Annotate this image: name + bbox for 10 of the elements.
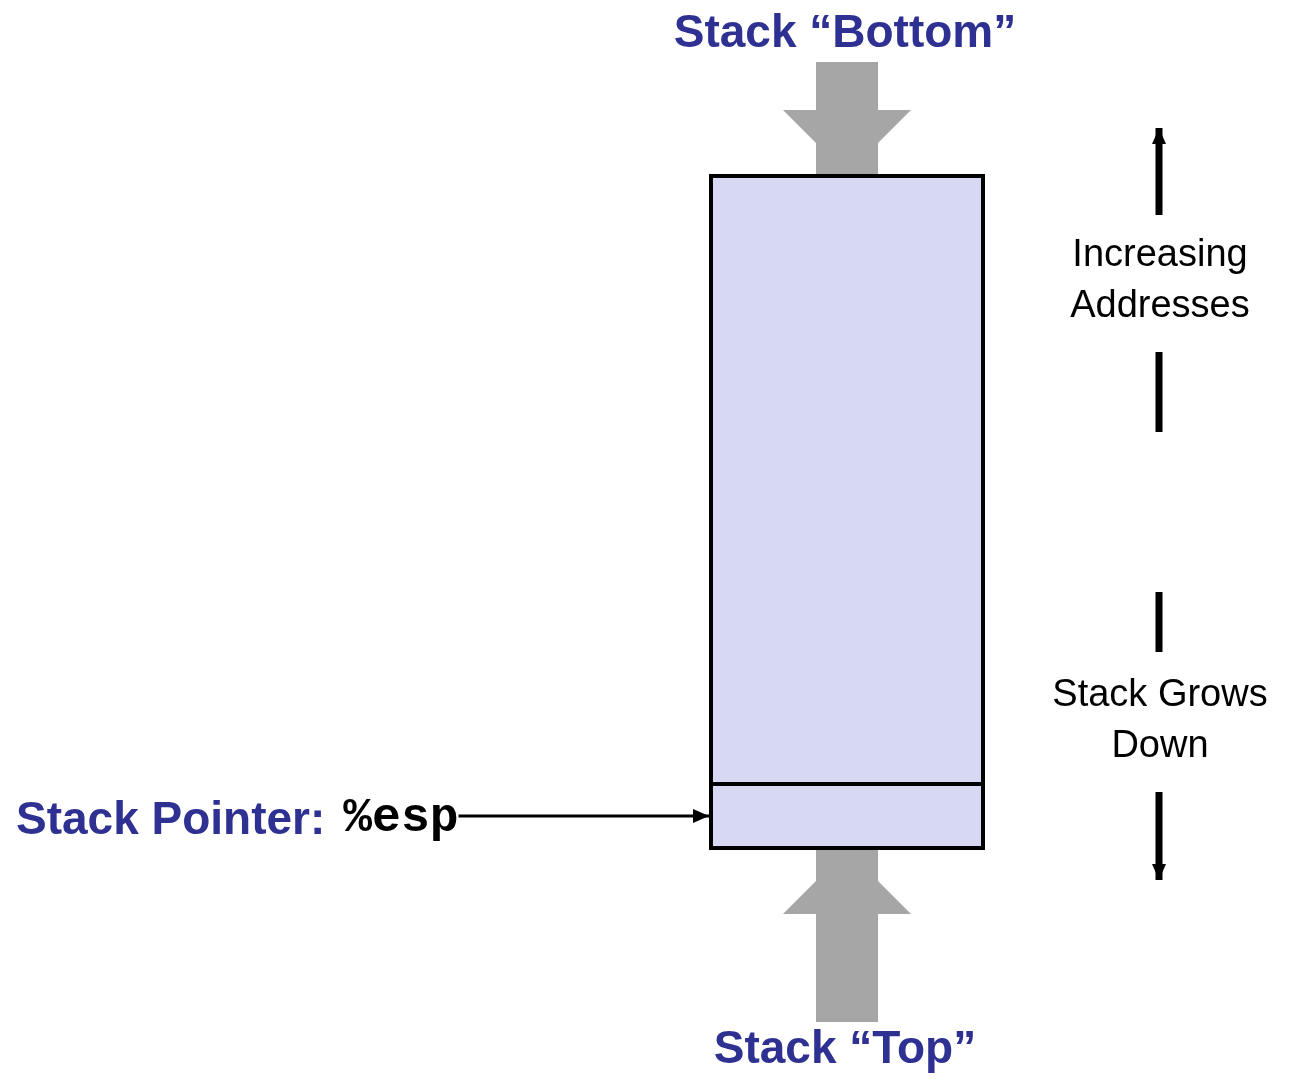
- heading-text: Stack “Bottom”: [640, 6, 1050, 62]
- stack-box: [709, 174, 985, 850]
- block-arrow: [783, 850, 911, 1022]
- annotation-text: Increasing Addresses: [1069, 231, 1251, 328]
- block-arrow: [783, 62, 911, 174]
- heading-text: Stack “Top”: [690, 1022, 1000, 1078]
- annotation-text: Stack Grows Down: [1051, 671, 1269, 768]
- pointer-label: Stack Pointer:: [16, 792, 326, 844]
- register-name: %esp: [343, 791, 459, 845]
- arrow: [458, 809, 709, 823]
